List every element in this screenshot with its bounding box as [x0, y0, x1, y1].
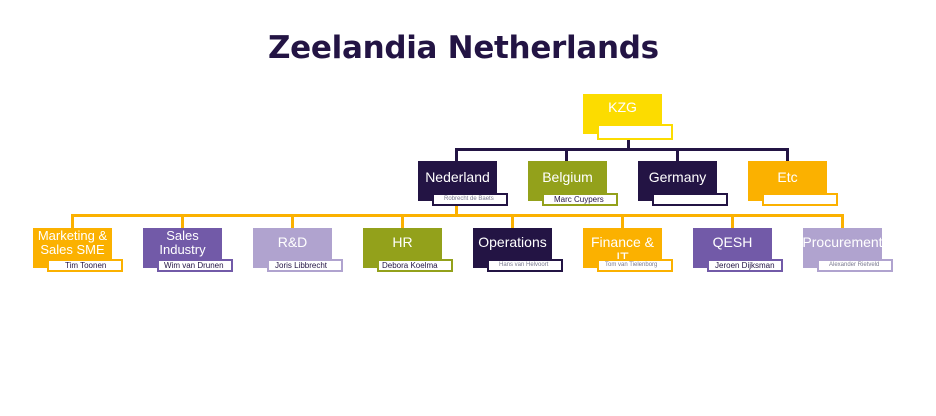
node-name-germany — [652, 193, 728, 206]
node-name-rd: Joris Libbrecht — [267, 259, 343, 272]
node-label: R&D — [277, 234, 308, 250]
connector-dept-6 — [621, 214, 624, 228]
connector-dept-5 — [511, 214, 514, 228]
node-label: Germany — [648, 169, 707, 185]
node-name-qesh: Jeroen Dijksman — [707, 259, 783, 272]
connector-belgium — [565, 148, 568, 161]
node-name-hr: Debora Koelma — [377, 259, 453, 272]
node-name-sales-industry: Wim van Drunen — [157, 259, 233, 272]
node-name-root — [597, 124, 673, 140]
node-label: HR — [392, 234, 413, 250]
node-label: Sales Industry — [159, 228, 206, 257]
connector-germany — [676, 148, 679, 161]
connector-dept-4 — [401, 214, 404, 228]
node-label: Belgium — [542, 169, 593, 185]
connector-dept-8 — [841, 214, 844, 228]
connector-dept-3 — [291, 214, 294, 228]
connector-nederland — [455, 148, 458, 161]
node-name-procurement: Alexander Rietveld — [817, 259, 893, 272]
node-label: Procurement — [803, 234, 882, 250]
connector-etc — [786, 148, 789, 161]
connector-nederland-down — [455, 201, 458, 216]
connector-dept-1 — [71, 214, 74, 228]
page-title: Zeelandia Netherlands — [268, 30, 659, 66]
connector-department-bus — [71, 214, 844, 217]
node-label: Etc — [777, 169, 798, 185]
node-label: QESH — [712, 234, 753, 250]
node-name-etc — [762, 193, 838, 206]
node-name-operations: Hans van Helvoort — [487, 259, 563, 272]
node-label: Nederland — [425, 169, 490, 185]
node-name-finance-it: Tom van Tielenborg — [597, 259, 673, 272]
node-name-belgium: Marc Cuypers — [542, 193, 618, 206]
node-label: Marketing & Sales SME — [37, 228, 108, 257]
connector-dept-2 — [181, 214, 184, 228]
node-name-marketing-sales-sme: Tim Toonen — [47, 259, 123, 272]
connector-dept-7 — [731, 214, 734, 228]
connector-country-bus — [455, 148, 789, 151]
node-label: Operations — [478, 234, 547, 250]
node-name-nederland: Robrecht de Baets — [432, 193, 508, 206]
connector-root-down — [627, 133, 630, 150]
org-node-nederland[interactable]: Nederland — [418, 161, 497, 201]
node-label: KZG — [608, 99, 637, 115]
